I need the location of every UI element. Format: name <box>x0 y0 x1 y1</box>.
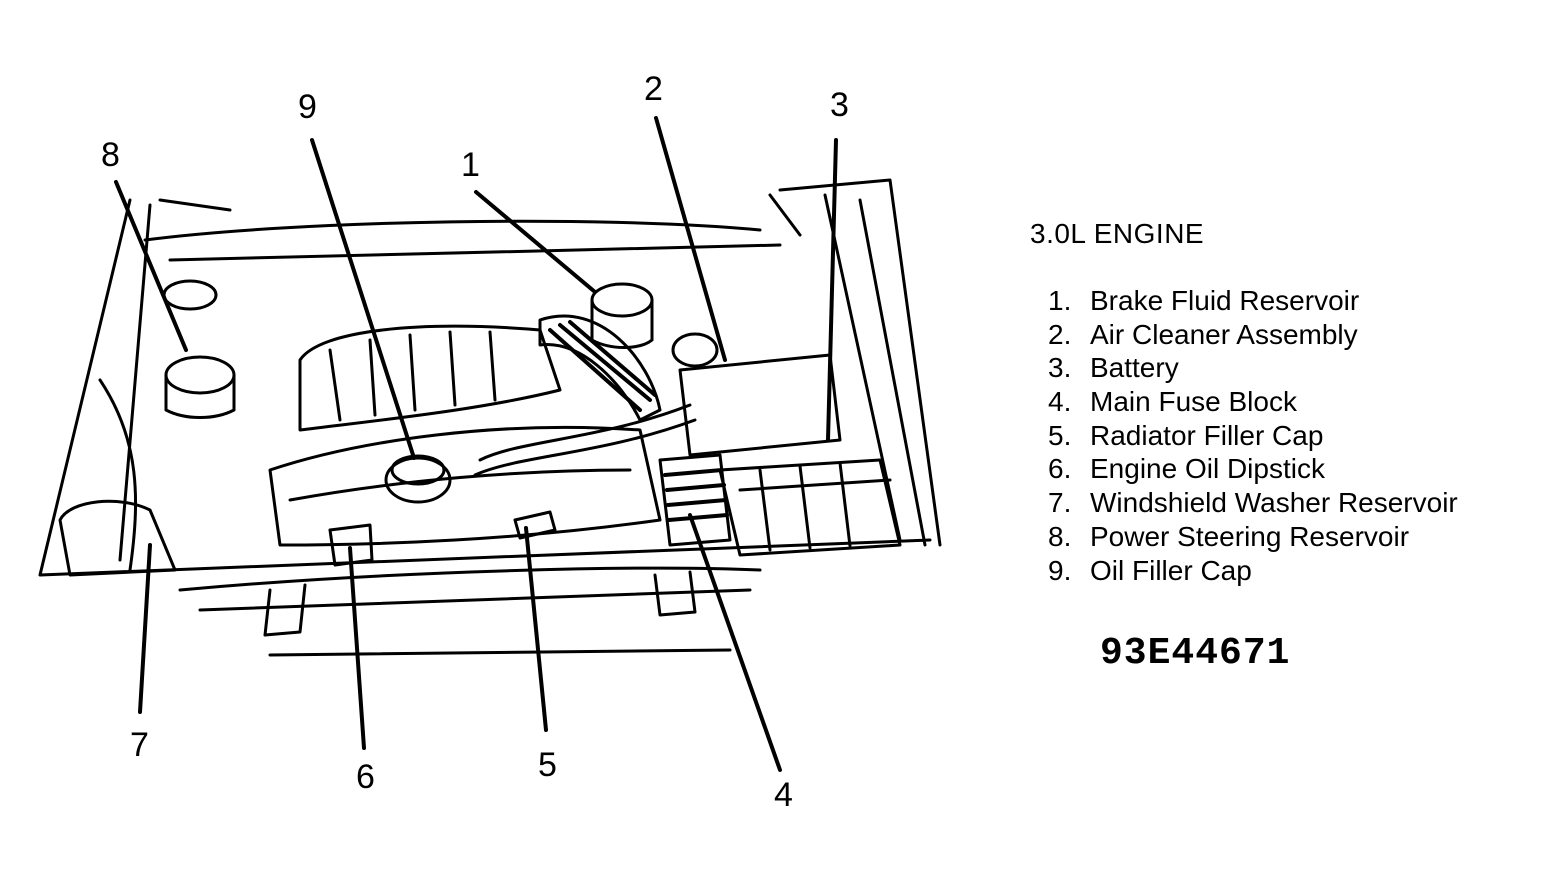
legend-label: Windshield Washer Reservoir <box>1090 487 1458 519</box>
callout-2: 2 <box>644 70 663 108</box>
legend-item: 2. Air Cleaner Assembly <box>1048 318 1458 352</box>
legend-label: Brake Fluid Reservoir <box>1090 285 1360 316</box>
legend-item: 8. Power Steering Reservoir <box>1048 520 1458 554</box>
callout-8: 8 <box>101 136 120 174</box>
oil-filler-cap <box>384 456 452 504</box>
legend-number: 6. <box>1048 453 1072 485</box>
legend-number: 7. <box>1048 487 1072 519</box>
legend-item: 6. Engine Oil Dipstick <box>1048 452 1458 486</box>
callout-3: 3 <box>830 86 849 124</box>
upper-hose <box>478 403 692 462</box>
legend-item: 5. Radiator Filler Cap <box>1048 419 1458 453</box>
component-legend: 1. Brake Fluid Reservoir 2. Air Cleaner As… <box>1048 284 1458 587</box>
leader-line-4 <box>688 513 782 772</box>
intake-manifold <box>298 324 562 432</box>
legend-item: 4. Main Fuse Block <box>1048 385 1458 419</box>
air-cleaner-housing <box>678 353 842 457</box>
legend-number: 8. <box>1048 520 1072 552</box>
legend-label: Battery <box>1090 352 1179 384</box>
legend-number: 3. <box>1048 352 1072 384</box>
legend-label: Air Cleaner Assembly <box>1090 318 1358 350</box>
callout-6: 6 <box>356 758 375 796</box>
callout-4: 4 <box>774 776 793 814</box>
legend-label: Engine Oil Dipstick <box>1090 453 1325 485</box>
callout-5: 5 <box>538 746 557 784</box>
legend-item: 3. Battery <box>1048 351 1458 385</box>
engine-title: 3.0L ENGINE <box>1030 218 1205 249</box>
legend-item: 1. Brake Fluid Reservoir <box>1048 284 1458 318</box>
leader-line-3 <box>826 138 838 442</box>
legend-number: 9. <box>1048 554 1072 586</box>
legend-label: Oil Filler Cap <box>1090 554 1252 586</box>
legend-number: 2. <box>1048 318 1072 350</box>
legend-number: 5. <box>1048 419 1072 451</box>
fuse-block-shape <box>658 453 732 547</box>
legend-item: 9. Oil Filler Cap <box>1048 554 1458 588</box>
leader-line-2 <box>654 116 727 362</box>
callout-9: 9 <box>298 88 317 126</box>
callout-7: 7 <box>130 726 149 764</box>
leader-line-1 <box>474 190 597 294</box>
radiator-filler-cap-shape <box>513 510 557 540</box>
leader-line-5 <box>524 526 548 732</box>
legend-number: 1. <box>1048 285 1072 316</box>
legend-label: Power Steering Reservoir <box>1090 520 1410 552</box>
leader-line-9 <box>310 138 416 460</box>
legend-label: Radiator Filler Cap <box>1090 419 1324 451</box>
callout-1: 1 <box>461 146 480 184</box>
leader-line-7 <box>138 543 152 714</box>
leader-line-8 <box>114 180 188 352</box>
figure-code: 93E44671 <box>1100 632 1291 675</box>
washer-reservoir-shape <box>58 499 177 577</box>
legend-label: Main Fuse Block <box>1090 386 1297 418</box>
battery-shape <box>718 458 902 557</box>
legend-item: 7. Windshield Washer Reservoir <box>1048 486 1458 520</box>
leader-line-6 <box>348 546 366 750</box>
firewall-outline <box>143 198 782 262</box>
intake-tube <box>538 314 662 422</box>
engine-block <box>268 425 662 547</box>
brake-fluid-reservoir-shape <box>590 282 654 318</box>
legend-number: 4. <box>1048 386 1072 418</box>
power-steering-reservoir-shape <box>164 355 236 395</box>
